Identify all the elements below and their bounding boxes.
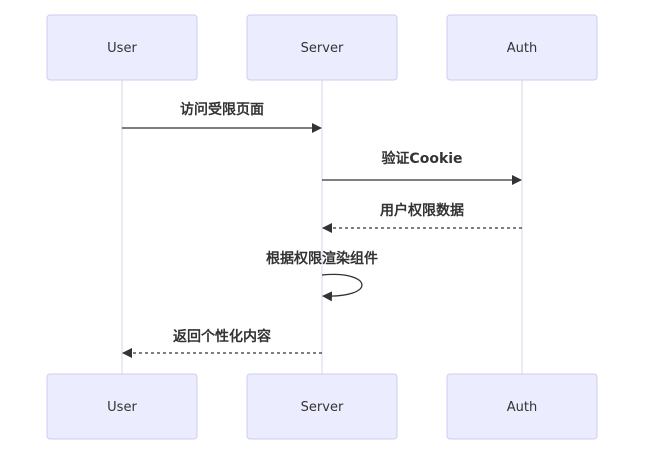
message-label: 返回个性化内容 — [173, 328, 271, 345]
message-label: 访问受限页面 — [180, 101, 264, 118]
message-label: 根据权限渲染组件 — [266, 250, 378, 267]
actor-auth-top: Auth — [446, 14, 598, 81]
actor-label: Auth — [507, 400, 537, 415]
actor-label: Auth — [507, 41, 537, 56]
actor-label: User — [107, 400, 137, 415]
actor-label: User — [107, 41, 137, 56]
actor-label: Server — [301, 400, 344, 415]
self-loop-arrow — [321, 273, 363, 302]
actor-auth-bottom: Auth — [446, 373, 598, 440]
actor-server-top: Server — [246, 14, 398, 81]
message-label: 用户权限数据 — [380, 202, 464, 219]
actor-server-bottom: Server — [246, 373, 398, 440]
message-label: 验证Cookie — [381, 150, 462, 167]
actor-user-top: User — [46, 14, 198, 81]
actor-user-bottom: User — [46, 373, 198, 440]
actor-label: Server — [301, 41, 344, 56]
